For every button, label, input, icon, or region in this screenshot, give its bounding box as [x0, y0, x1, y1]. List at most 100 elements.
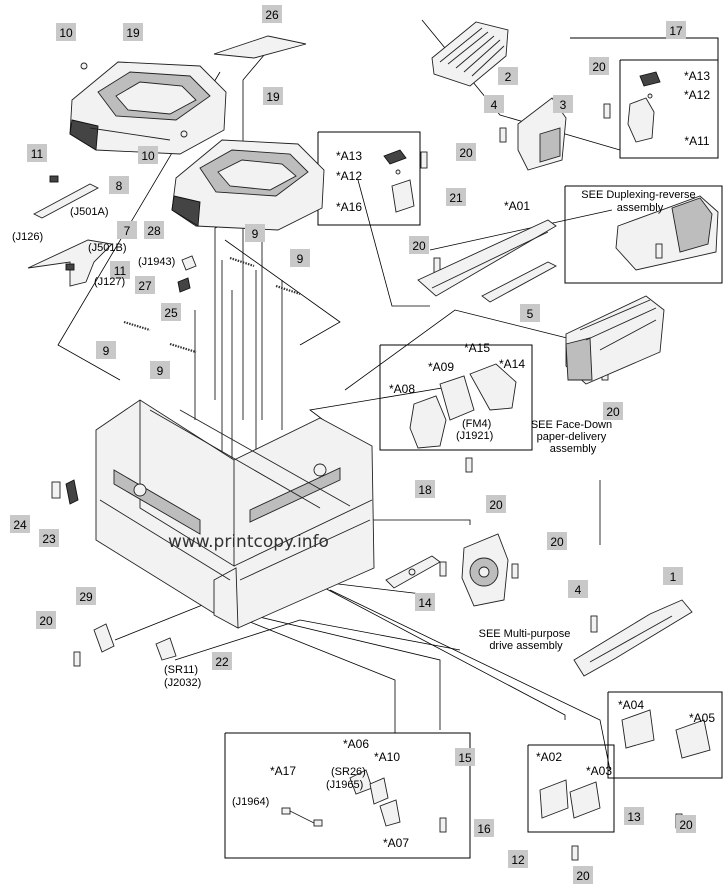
callout-number: 20: [459, 146, 473, 160]
ref-a14: *A14: [499, 357, 525, 371]
callout-number: 21: [449, 191, 463, 205]
ref-a04: *A04: [618, 698, 644, 712]
connector-j127: (J127): [94, 276, 125, 288]
callout-number: 10: [59, 26, 73, 40]
callout-box: [568, 580, 588, 598]
callout-box: [415, 480, 435, 498]
note-duplex: SEE Duplexing-reverse assembly: [581, 189, 698, 214]
connector-j501b: (J501B): [88, 242, 127, 254]
callout-number: 10: [141, 149, 155, 163]
callout-number: 14: [418, 596, 432, 610]
callout-number: 28: [147, 224, 161, 238]
callout-number: 19: [266, 90, 280, 104]
callout-box: [39, 529, 59, 547]
callout-box: [150, 361, 170, 379]
callout-box: [123, 23, 143, 41]
callout-c16: 16: [474, 819, 494, 837]
callout-box: [290, 249, 310, 267]
callout-number: 20: [679, 818, 693, 832]
note-multipurpose-line-1: SEE Multi-purpose: [479, 628, 571, 640]
callout-c4a: 4: [484, 95, 504, 113]
note-facedown: SEE Face-Down paper-delivery assembly: [531, 419, 615, 455]
callout-box: [117, 221, 137, 239]
callout-c9d: 9: [150, 361, 170, 379]
multipurpose-drive: [461, 533, 509, 607]
callout-c10a: 10: [56, 23, 76, 41]
callout-number: 20: [606, 405, 620, 419]
ref-a07: *A07: [383, 836, 409, 850]
callout-box: [138, 146, 158, 164]
ref-a10: *A10: [374, 750, 400, 764]
ref-a17: *A17: [270, 764, 296, 778]
callout-number: 16: [477, 822, 491, 836]
callout-number: 4: [575, 583, 582, 597]
callout-box: [455, 748, 475, 766]
duplex-reverse-assembly: [615, 195, 719, 271]
callout-box: [135, 276, 155, 294]
ref-a11: *A11: [684, 134, 709, 148]
callout-box: [27, 144, 47, 162]
connector-sr26: (SR26): [331, 766, 366, 778]
bracket-part-3: [517, 97, 567, 171]
callout-c15: 15: [455, 748, 475, 766]
cables: [27, 175, 113, 287]
connector-j1965: (J1965): [326, 779, 363, 791]
callout-box: [161, 303, 181, 321]
callout-box: [76, 587, 96, 605]
callout-c21: 21: [446, 188, 466, 206]
connector-layer: (J501A)(J126)(J501B)(J127)(J1943)(FM4)(J…: [12, 206, 493, 808]
springs: [123, 256, 301, 354]
detail-a04-parts: [621, 709, 711, 759]
small-parts-25-27-28: [177, 255, 197, 293]
callout-box: [96, 341, 116, 359]
callout-c19b: 19: [263, 87, 283, 105]
callout-c28: 28: [144, 221, 164, 239]
callout-c20h: 20: [676, 815, 696, 833]
ref-a16: *A16: [336, 200, 362, 214]
callout-number: 23: [42, 532, 56, 546]
callout-number: 20: [592, 60, 606, 74]
note-multipurpose-line-2: drive assembly: [489, 640, 563, 652]
face-down-assembly: [565, 295, 665, 385]
connector-j1943: (J1943): [138, 256, 175, 268]
callout-box: [110, 261, 130, 279]
connector-j501a: (J501A): [70, 206, 109, 218]
callout-number: 11: [31, 147, 44, 161]
callout-number: 29: [79, 590, 93, 604]
watermark: www.printcopy.info: [168, 532, 329, 552]
callout-c20e: 20: [486, 495, 506, 513]
sensor-part-29: [93, 623, 115, 653]
ref-a08: *A08: [389, 382, 415, 396]
note-duplex-line-2: assembly: [617, 202, 664, 214]
callout-number: 24: [13, 518, 27, 532]
callout-number: 20: [576, 869, 590, 883]
callout-c29: 29: [76, 587, 96, 605]
ref-a03: *A03: [586, 764, 612, 778]
callout-box: [456, 143, 476, 161]
ref-a12b: *A12: [336, 169, 362, 183]
callout-c3: 3: [553, 95, 573, 113]
detail-17-parts: [627, 71, 661, 143]
callout-number: 20: [550, 535, 564, 549]
callout-c13: 13: [624, 807, 644, 825]
callout-box: [589, 57, 609, 75]
callout-number: 18: [418, 483, 432, 497]
callout-box: [409, 236, 429, 254]
detail-a16-parts: [383, 149, 415, 213]
ref-a13b: *A13: [336, 149, 362, 163]
callout-c2: 2: [498, 67, 518, 85]
callout-c20c: 20: [409, 236, 429, 254]
callout-number: 12: [511, 853, 525, 867]
callout-box: [56, 23, 76, 41]
callout-number: 8: [116, 179, 123, 193]
board-part-14: [385, 555, 441, 589]
note-facedown-line-3: assembly: [550, 443, 597, 455]
callout-number: 13: [627, 810, 641, 824]
callout-number: 9: [252, 227, 259, 241]
callout-c14: 14: [415, 593, 435, 611]
callout-number: 3: [560, 98, 567, 112]
ref-a01: *A01: [504, 199, 530, 213]
laser-scanner-lower: [171, 130, 325, 231]
callout-c22: 22: [212, 652, 232, 670]
connector-j126: (J126): [12, 231, 43, 243]
